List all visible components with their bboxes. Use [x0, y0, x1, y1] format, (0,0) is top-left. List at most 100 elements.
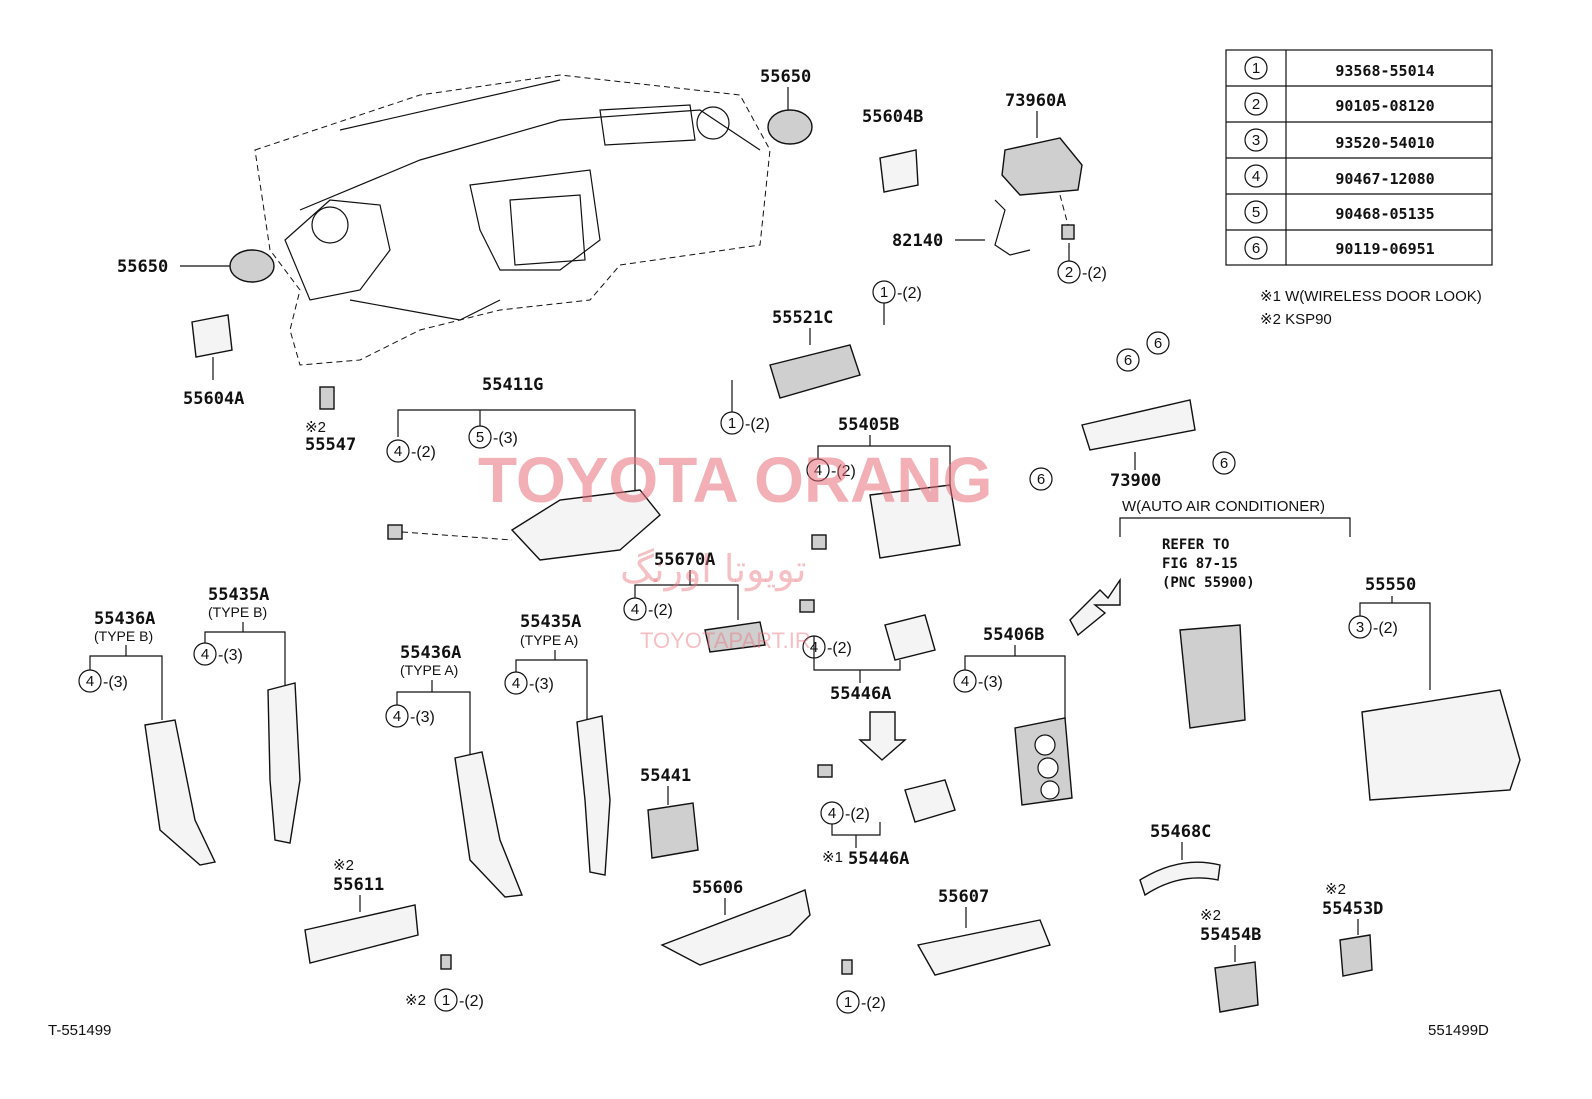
callout-4-number: 4: [86, 673, 94, 690]
label-55547: 55547: [305, 435, 356, 455]
55435A-typeB-part-drawing: [267, 682, 301, 844]
55650-vent-left-drawing: [229, 249, 275, 283]
55446A-upper-part-drawing: [884, 614, 936, 661]
table-row-5-number: 5: [1252, 204, 1260, 221]
callout-1-qty: -(2): [745, 416, 770, 433]
label-55436A-typeA-type: (TYPE A): [400, 662, 458, 678]
label-55446A-upper: 55446A: [830, 684, 891, 704]
55405B-part-drawing: [869, 484, 961, 559]
instrument-panel-drawing: [254, 74, 771, 366]
note-1: ※1 W(WIRELESS DOOR LOOK): [1260, 288, 1482, 305]
table-row-4-part: 90467-12080: [1335, 170, 1434, 188]
label-55454B: 55454B: [1200, 925, 1261, 945]
callout-4-qty: -(3): [218, 647, 243, 664]
callout-1-number: 1: [442, 992, 450, 1009]
callout-4-number: 4: [393, 708, 401, 725]
label-55454B-mark: ※2: [1200, 907, 1221, 924]
73900-part-drawing: [1081, 399, 1196, 451]
table-row-3-part: 93520-54010: [1335, 134, 1434, 152]
clip-drawing: [817, 764, 833, 778]
arrow-down-icon: [858, 711, 907, 761]
73960A-part-drawing: [1001, 137, 1083, 196]
screw-drawing: [1061, 224, 1075, 240]
refer-line-1: REFER TO: [1162, 537, 1229, 553]
watermark-brand: TOYOTA ORANG: [478, 444, 992, 516]
label-55650-left: 55650: [117, 257, 168, 277]
55468C-part-drawing: [1139, 861, 1221, 897]
55441-part-drawing: [647, 802, 699, 859]
callout-1-number: 1: [880, 284, 888, 301]
label-55435A-typeB-type: (TYPE B): [208, 604, 267, 620]
callout-6-number: 6: [1154, 335, 1162, 352]
label-55611: 55611: [333, 875, 384, 895]
callout-4-qty: -(2): [831, 463, 856, 480]
callout-4-qty: -(2): [827, 640, 852, 657]
label-55611-mark: ※2: [333, 857, 354, 874]
table-row-2-number: 2: [1252, 96, 1260, 113]
55453D-part-drawing: [1339, 934, 1373, 977]
callout-5-qty: -(3): [493, 430, 518, 447]
label-82140: 82140: [892, 231, 943, 251]
screw-drawing: [440, 954, 452, 970]
table-row-6-part: 90119-06951: [1335, 240, 1434, 258]
label-55435A-typeA-type: (TYPE A): [520, 632, 578, 648]
label-55436A-typeA: 55436A: [400, 643, 461, 663]
table-row-4-number: 4: [1252, 168, 1260, 185]
callout-1-number: 1: [728, 415, 736, 432]
climate-control-panel-drawing: [1179, 624, 1246, 729]
55604B-part-drawing: [879, 149, 919, 193]
label-73960A: 73960A: [1005, 91, 1066, 111]
callout-4-qty: -(2): [648, 602, 673, 619]
callout-1-qty: -(2): [897, 285, 922, 302]
label-55435A-typeA: 55435A: [520, 612, 581, 632]
label-55547-mark: ※2: [305, 419, 326, 436]
55436A-typeB-part-drawing: [144, 719, 217, 866]
callout-1-qty: -(2): [459, 993, 484, 1010]
clip-drawing: [811, 534, 827, 550]
callout-2-qty: -(2): [1082, 265, 1107, 282]
callout-5-number: 5: [476, 429, 484, 446]
figure-id-left: T-551499: [48, 1022, 111, 1039]
label-55604B: 55604B: [862, 107, 923, 127]
table-row-5-part: 90468-05135: [1335, 205, 1434, 223]
refer-line-2: FIG 87-15: [1162, 556, 1238, 572]
label-55436A-typeB-type: (TYPE B): [94, 628, 153, 644]
label-55670A: 55670A: [654, 550, 715, 570]
refer-line-3: (PNC 55900): [1162, 575, 1255, 591]
label-55606: 55606: [692, 878, 743, 898]
callout-4-number: 4: [201, 646, 209, 663]
clip-drawing: [799, 599, 815, 613]
figure-id-right: 551499D: [1428, 1022, 1489, 1039]
callout-4-number: 4: [961, 673, 969, 690]
55454B-part-drawing: [1214, 961, 1259, 1013]
55547-clip-drawing: [319, 386, 335, 410]
82140-wire-drawing: [994, 199, 1031, 256]
55607-part-drawing: [916, 919, 1051, 976]
label-55411G: 55411G: [482, 375, 543, 395]
callout-4-number: 4: [814, 462, 822, 479]
callout-4-number: 4: [828, 805, 836, 822]
callout-4-qty: -(2): [411, 444, 436, 461]
55604A-part-drawing: [191, 314, 233, 358]
callout-6-number: 6: [1220, 455, 1228, 472]
label-55468C: 55468C: [1150, 822, 1211, 842]
screw-drawing: [841, 959, 853, 975]
55435A-typeA-part-drawing: [576, 715, 611, 876]
label-55441: 55441: [640, 766, 691, 786]
auto-ac-label: W(AUTO AIR CONDITIONER): [1122, 498, 1325, 515]
label-55405B: 55405B: [838, 415, 899, 435]
55670A-part-drawing: [704, 621, 766, 653]
callout-6-number: 6: [1037, 471, 1045, 488]
55611-part-drawing: [304, 904, 419, 964]
label-55453D-mark: ※2: [1325, 881, 1346, 898]
label-73900: 73900: [1110, 471, 1161, 491]
label-55446A-lower: 55446A: [848, 849, 909, 869]
label-55604A: 55604A: [183, 389, 244, 409]
clip-drawing: [387, 524, 403, 540]
callout-4-number: 4: [512, 675, 520, 692]
55606-part-drawing: [660, 889, 811, 966]
table-row-1-number: 1: [1252, 60, 1260, 77]
table-row-6-number: 6: [1252, 240, 1260, 257]
callout-1-number: 1: [844, 994, 852, 1011]
bottom-mark-55611: ※2: [405, 992, 426, 1009]
